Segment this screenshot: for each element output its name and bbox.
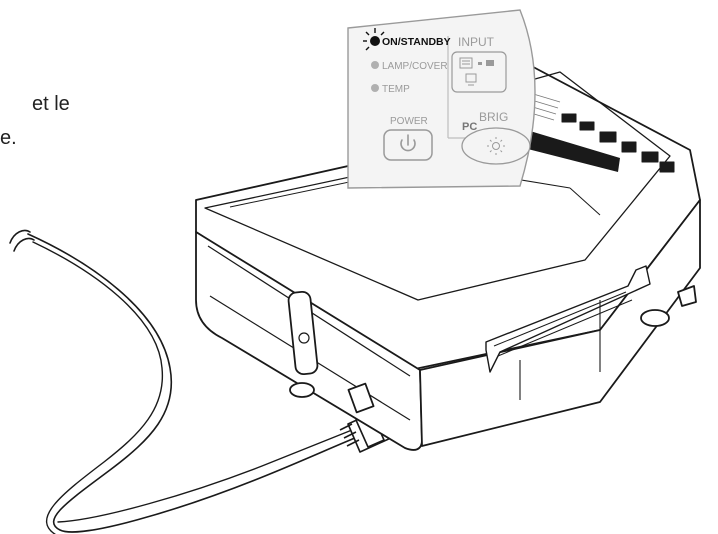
temp-label: TEMP bbox=[382, 84, 410, 95]
computer-icon bbox=[465, 73, 477, 86]
on-standby-indicator-icon bbox=[363, 28, 385, 51]
power-label: POWER bbox=[390, 116, 428, 127]
video-icon bbox=[478, 60, 494, 66]
lamp-cover-label: LAMP/COVER bbox=[382, 61, 448, 72]
power-icon bbox=[400, 134, 416, 152]
document-icon bbox=[459, 57, 473, 69]
input-select-button[interactable] bbox=[451, 51, 507, 93]
sun-icon bbox=[487, 137, 505, 155]
brightness-button[interactable] bbox=[461, 127, 531, 165]
brightness-label: BRIG bbox=[479, 110, 508, 124]
temp-indicator-icon bbox=[371, 84, 379, 92]
power-cord bbox=[9, 229, 356, 534]
pc-label: PC bbox=[462, 121, 477, 133]
on-standby-label: ON/STANDBY bbox=[382, 36, 451, 48]
power-button[interactable] bbox=[383, 129, 433, 161]
text-fragment-line1: et le bbox=[32, 93, 70, 115]
lamp-cover-indicator-icon bbox=[371, 61, 379, 69]
projector-body bbox=[195, 59, 701, 451]
input-label: INPUT bbox=[458, 35, 495, 49]
control-panel-callout: ON/STANDBY LAMP/COVER TEMP POWER INPUT bbox=[347, 9, 536, 189]
text-fragment-line2: e. bbox=[0, 127, 17, 149]
zoom-callout-pointer bbox=[516, 128, 620, 172]
